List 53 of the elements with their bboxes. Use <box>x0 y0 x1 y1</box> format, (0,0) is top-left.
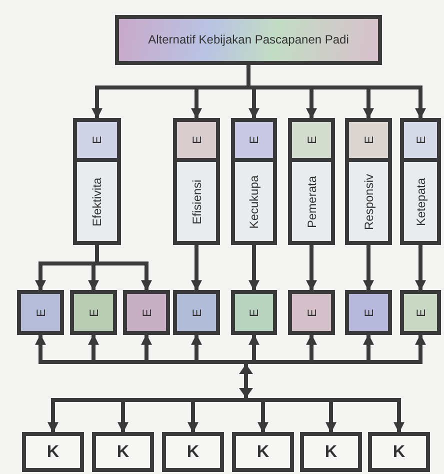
connector-arrow <box>191 245 202 292</box>
criterion-box <box>400 290 441 335</box>
criterion-box <box>231 290 277 335</box>
connector-arrow <box>415 245 426 292</box>
connector-arrow <box>363 245 374 292</box>
title-text: Alternatif Kebijakan Pascapanen Padi <box>147 32 350 48</box>
alternative-box <box>300 432 362 472</box>
criterion-label: Efektivita <box>90 177 104 226</box>
criterion-box <box>70 290 117 335</box>
criterion-label: Ketepata <box>414 177 428 226</box>
connector-arrow <box>306 245 317 292</box>
letter-label: E <box>247 136 261 144</box>
letter-label: K <box>116 442 130 462</box>
alternative-box <box>22 432 84 472</box>
criterion-box <box>400 118 441 245</box>
criterion-label: Responsiv <box>362 173 376 230</box>
letter-label: K <box>46 442 60 462</box>
letter-label: K <box>256 442 270 462</box>
criterion-box <box>73 118 121 245</box>
letter-label: K <box>324 442 338 462</box>
criterion-box <box>345 290 392 335</box>
letter-label: E <box>362 136 376 144</box>
letter-label: E <box>90 136 104 144</box>
letter-label: K <box>392 442 406 462</box>
criterion-box <box>173 118 220 245</box>
letter-label: E <box>414 136 428 144</box>
alternative-box <box>92 432 154 472</box>
criterion-label: Efisiensi <box>190 179 204 224</box>
letter-label: E <box>414 308 428 316</box>
criterion-box <box>123 290 170 335</box>
title-box <box>115 15 382 65</box>
letter-label: E <box>34 308 48 316</box>
letter-label: E <box>304 136 318 144</box>
criterion-box <box>288 118 335 245</box>
criterion-box <box>288 290 335 335</box>
criterion-label: Pemerata <box>304 175 318 228</box>
letter-label: E <box>86 308 100 316</box>
letter-label: E <box>247 308 261 316</box>
criterion-box <box>17 290 64 335</box>
alternative-box <box>232 432 294 472</box>
letter-label: E <box>190 136 204 144</box>
criterion-box <box>173 290 220 335</box>
criterion-box <box>231 118 277 245</box>
criterion-label: Kecukupa <box>247 174 261 228</box>
letter-label: E <box>304 308 318 316</box>
letter-label: E <box>140 308 154 316</box>
alternative-box <box>368 432 430 472</box>
letter-label: K <box>186 442 200 462</box>
letter-label: E <box>362 308 376 316</box>
criterion-box <box>345 118 392 245</box>
connector-arrow <box>248 245 260 292</box>
alternative-box <box>162 432 224 472</box>
letter-label: E <box>190 308 204 316</box>
